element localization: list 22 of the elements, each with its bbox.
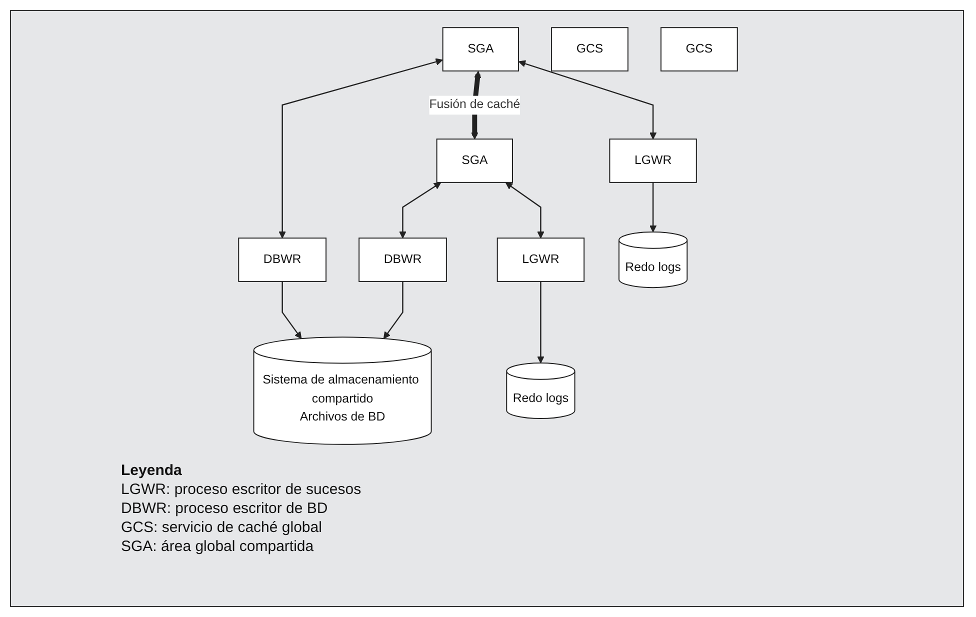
- node-box: SGA: [442, 27, 520, 72]
- edge-label: Fusión de caché: [429, 97, 520, 112]
- arrow: [537, 281, 544, 364]
- legend-note: SGA: área global compartida: [121, 537, 315, 556]
- arrow: [278, 58, 443, 238]
- arrow: [518, 60, 657, 140]
- node-box: GCS: [660, 27, 738, 72]
- arrow: [383, 281, 404, 339]
- node-box: DBWR: [238, 238, 326, 282]
- node-box: LGWR: [609, 138, 697, 183]
- arrow: [505, 182, 544, 238]
- node-box: LGWR: [496, 238, 585, 282]
- legend-note: LGWR: proceso escritor de sucesos: [121, 480, 362, 499]
- legend-heading: Leyenda: [121, 461, 183, 480]
- legend-note: GCS: servicio de caché global: [121, 518, 323, 537]
- legend-note: DBWR: proceso escritor de BD: [121, 499, 329, 518]
- node-box: SGA: [436, 138, 513, 183]
- node-box: DBWR: [358, 238, 447, 282]
- node-box: GCS: [551, 27, 628, 72]
- arrow: [399, 182, 442, 238]
- arrow: [282, 281, 302, 339]
- arrow: [649, 182, 657, 232]
